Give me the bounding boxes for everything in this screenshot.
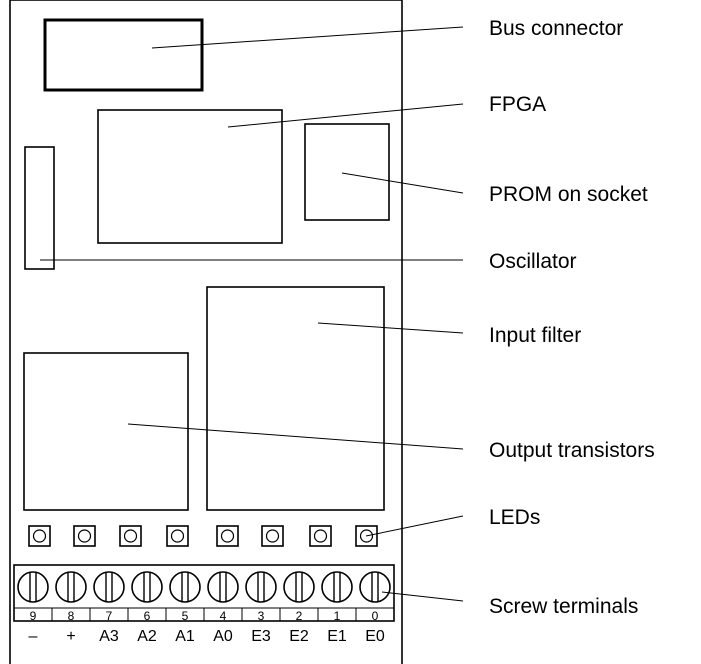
terminal-2: 2E2 (279, 571, 315, 645)
label-prom: PROM on socket (489, 183, 648, 206)
leader-fpga (227, 103, 464, 128)
leader-bus-connector (151, 26, 464, 49)
terminal-number-5: 5 (182, 609, 189, 623)
led-lens-7 (313, 529, 328, 543)
terminal-5: 5A1 (165, 571, 201, 645)
led-lens-4 (170, 529, 185, 543)
input-filter (206, 286, 385, 511)
terminal-signal-3: E3 (251, 628, 271, 645)
leader-prom (341, 172, 464, 194)
terminal-signal-1: E1 (327, 628, 347, 645)
led-lens-6 (265, 529, 280, 543)
screw-head-6 (131, 571, 163, 603)
terminal-signal-4: A0 (213, 628, 233, 645)
terminal-number-1: 1 (334, 609, 341, 623)
led-lens-3 (123, 529, 138, 543)
terminal-3: 3E3 (241, 571, 277, 645)
screw-head-0 (359, 571, 391, 603)
terminal-8: 8+ (51, 571, 87, 645)
terminal-signal-2: E2 (289, 628, 309, 645)
led-lens-1 (32, 529, 47, 543)
led-lens-2 (77, 529, 92, 543)
label-leds: LEDs (489, 506, 540, 529)
fpga-chip (97, 109, 283, 244)
leader-leds (365, 515, 464, 537)
terminal-signal-5: A1 (175, 628, 195, 645)
terminal-0: 0E0 (355, 571, 391, 645)
oscillator (24, 146, 55, 270)
label-oscillator: Oscillator (489, 250, 577, 273)
screw-head-2 (283, 571, 315, 603)
leader-screw-terminals (381, 591, 464, 602)
screw-head-4 (207, 571, 239, 603)
leader-input-filter (317, 322, 464, 334)
terminal-signal-9: – (29, 628, 38, 645)
screw-head-3 (245, 571, 277, 603)
terminal-4: 4A0 (203, 571, 239, 645)
terminal-number-3: 3 (258, 609, 265, 623)
label-screw-terminals: Screw terminals (489, 595, 638, 618)
terminal-signal-8: + (66, 628, 75, 645)
screw-head-7 (93, 571, 125, 603)
terminal-number-4: 4 (220, 609, 227, 623)
terminal-number-9: 9 (30, 609, 37, 623)
screw-head-8 (55, 571, 87, 603)
screw-head-1 (321, 571, 353, 603)
terminal-number-2: 2 (296, 609, 303, 623)
led-row (28, 525, 378, 547)
terminal-number-8: 8 (68, 609, 75, 623)
label-bus-connector: Bus connector (489, 17, 623, 40)
label-input-filter: Input filter (489, 324, 581, 347)
terminal-9: 9– (17, 571, 49, 645)
label-fpga: FPGA (489, 93, 546, 116)
led-lens-5 (220, 529, 235, 543)
terminal-signal-0: E0 (365, 628, 385, 645)
prom-chip (304, 123, 390, 221)
terminal-1: 1E1 (317, 571, 353, 645)
label-output-transistors: Output transistors (489, 439, 655, 462)
terminal-number-6: 6 (144, 609, 151, 623)
screw-head-9 (17, 571, 49, 603)
terminal-signal-6: A2 (137, 628, 157, 645)
terminal-number-7: 7 (106, 609, 113, 623)
bus-connector (43, 18, 204, 92)
terminal-number-0: 0 (372, 609, 379, 623)
terminal-6: 6A2 (127, 571, 163, 645)
terminal-7: 7A3 (89, 571, 125, 645)
leader-output-transistors (127, 423, 464, 450)
terminal-signal-7: A3 (99, 628, 119, 645)
screw-head-5 (169, 571, 201, 603)
output-transistors (23, 352, 189, 511)
